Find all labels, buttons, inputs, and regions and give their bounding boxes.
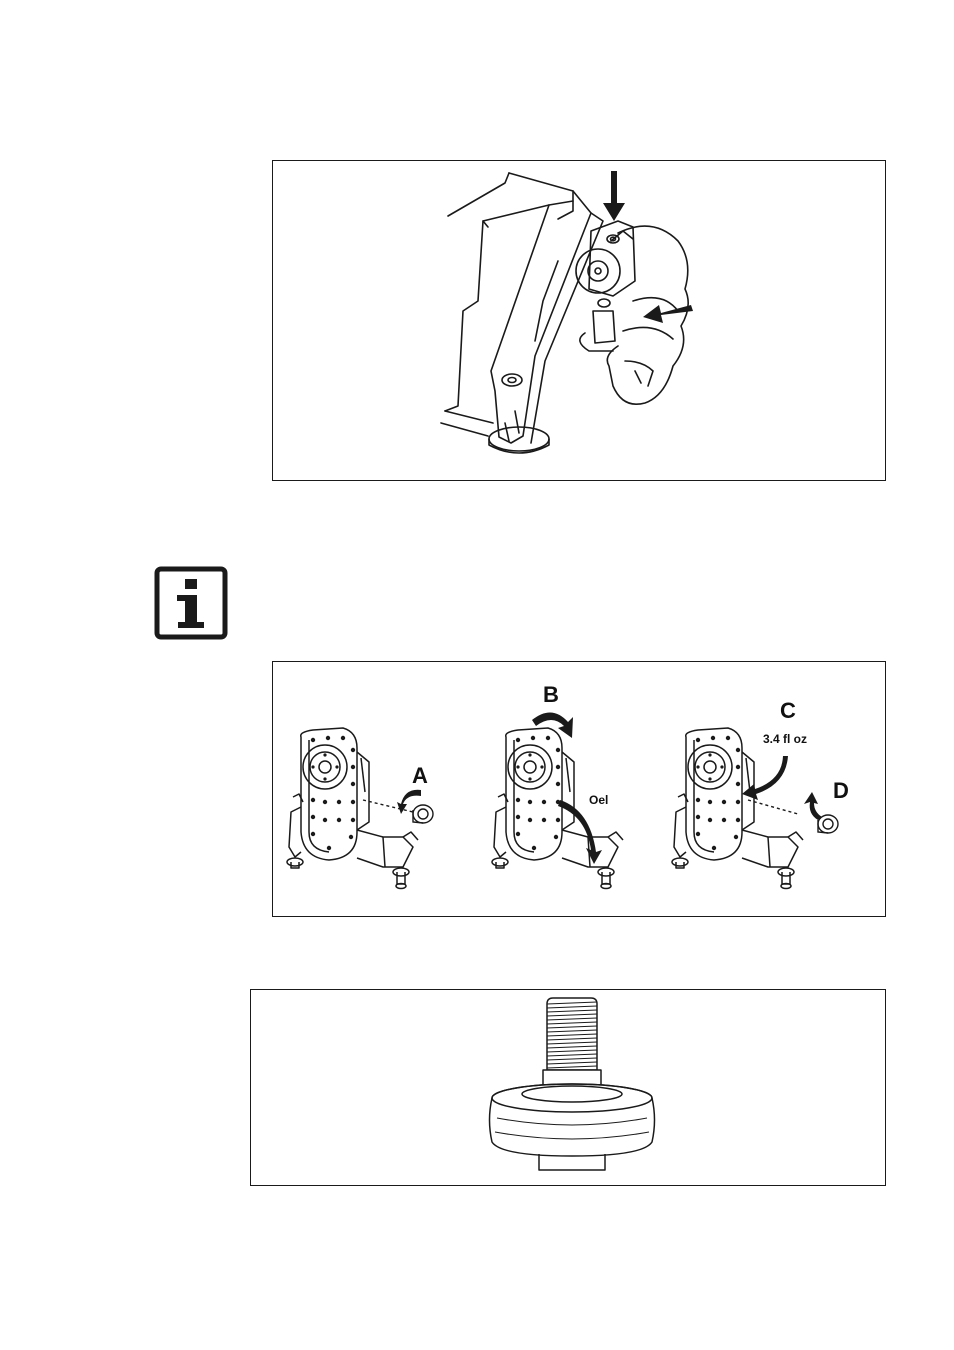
label-step-c: C (780, 698, 796, 724)
label-step-a: A (412, 763, 428, 789)
figure-oil-change: A B Oel C 3.4 fl oz D (272, 661, 886, 917)
label-step-d: D (833, 778, 849, 804)
label-oil: Oel (589, 793, 608, 807)
label-oil-volume: 3.4 fl oz (763, 732, 807, 746)
handle-illustration (273, 161, 887, 482)
figure-wheel (250, 989, 886, 1186)
wheel-illustration (251, 990, 887, 1187)
figure-handle-screws (272, 160, 886, 481)
info-icon (154, 566, 228, 640)
label-step-b: B (543, 682, 559, 708)
